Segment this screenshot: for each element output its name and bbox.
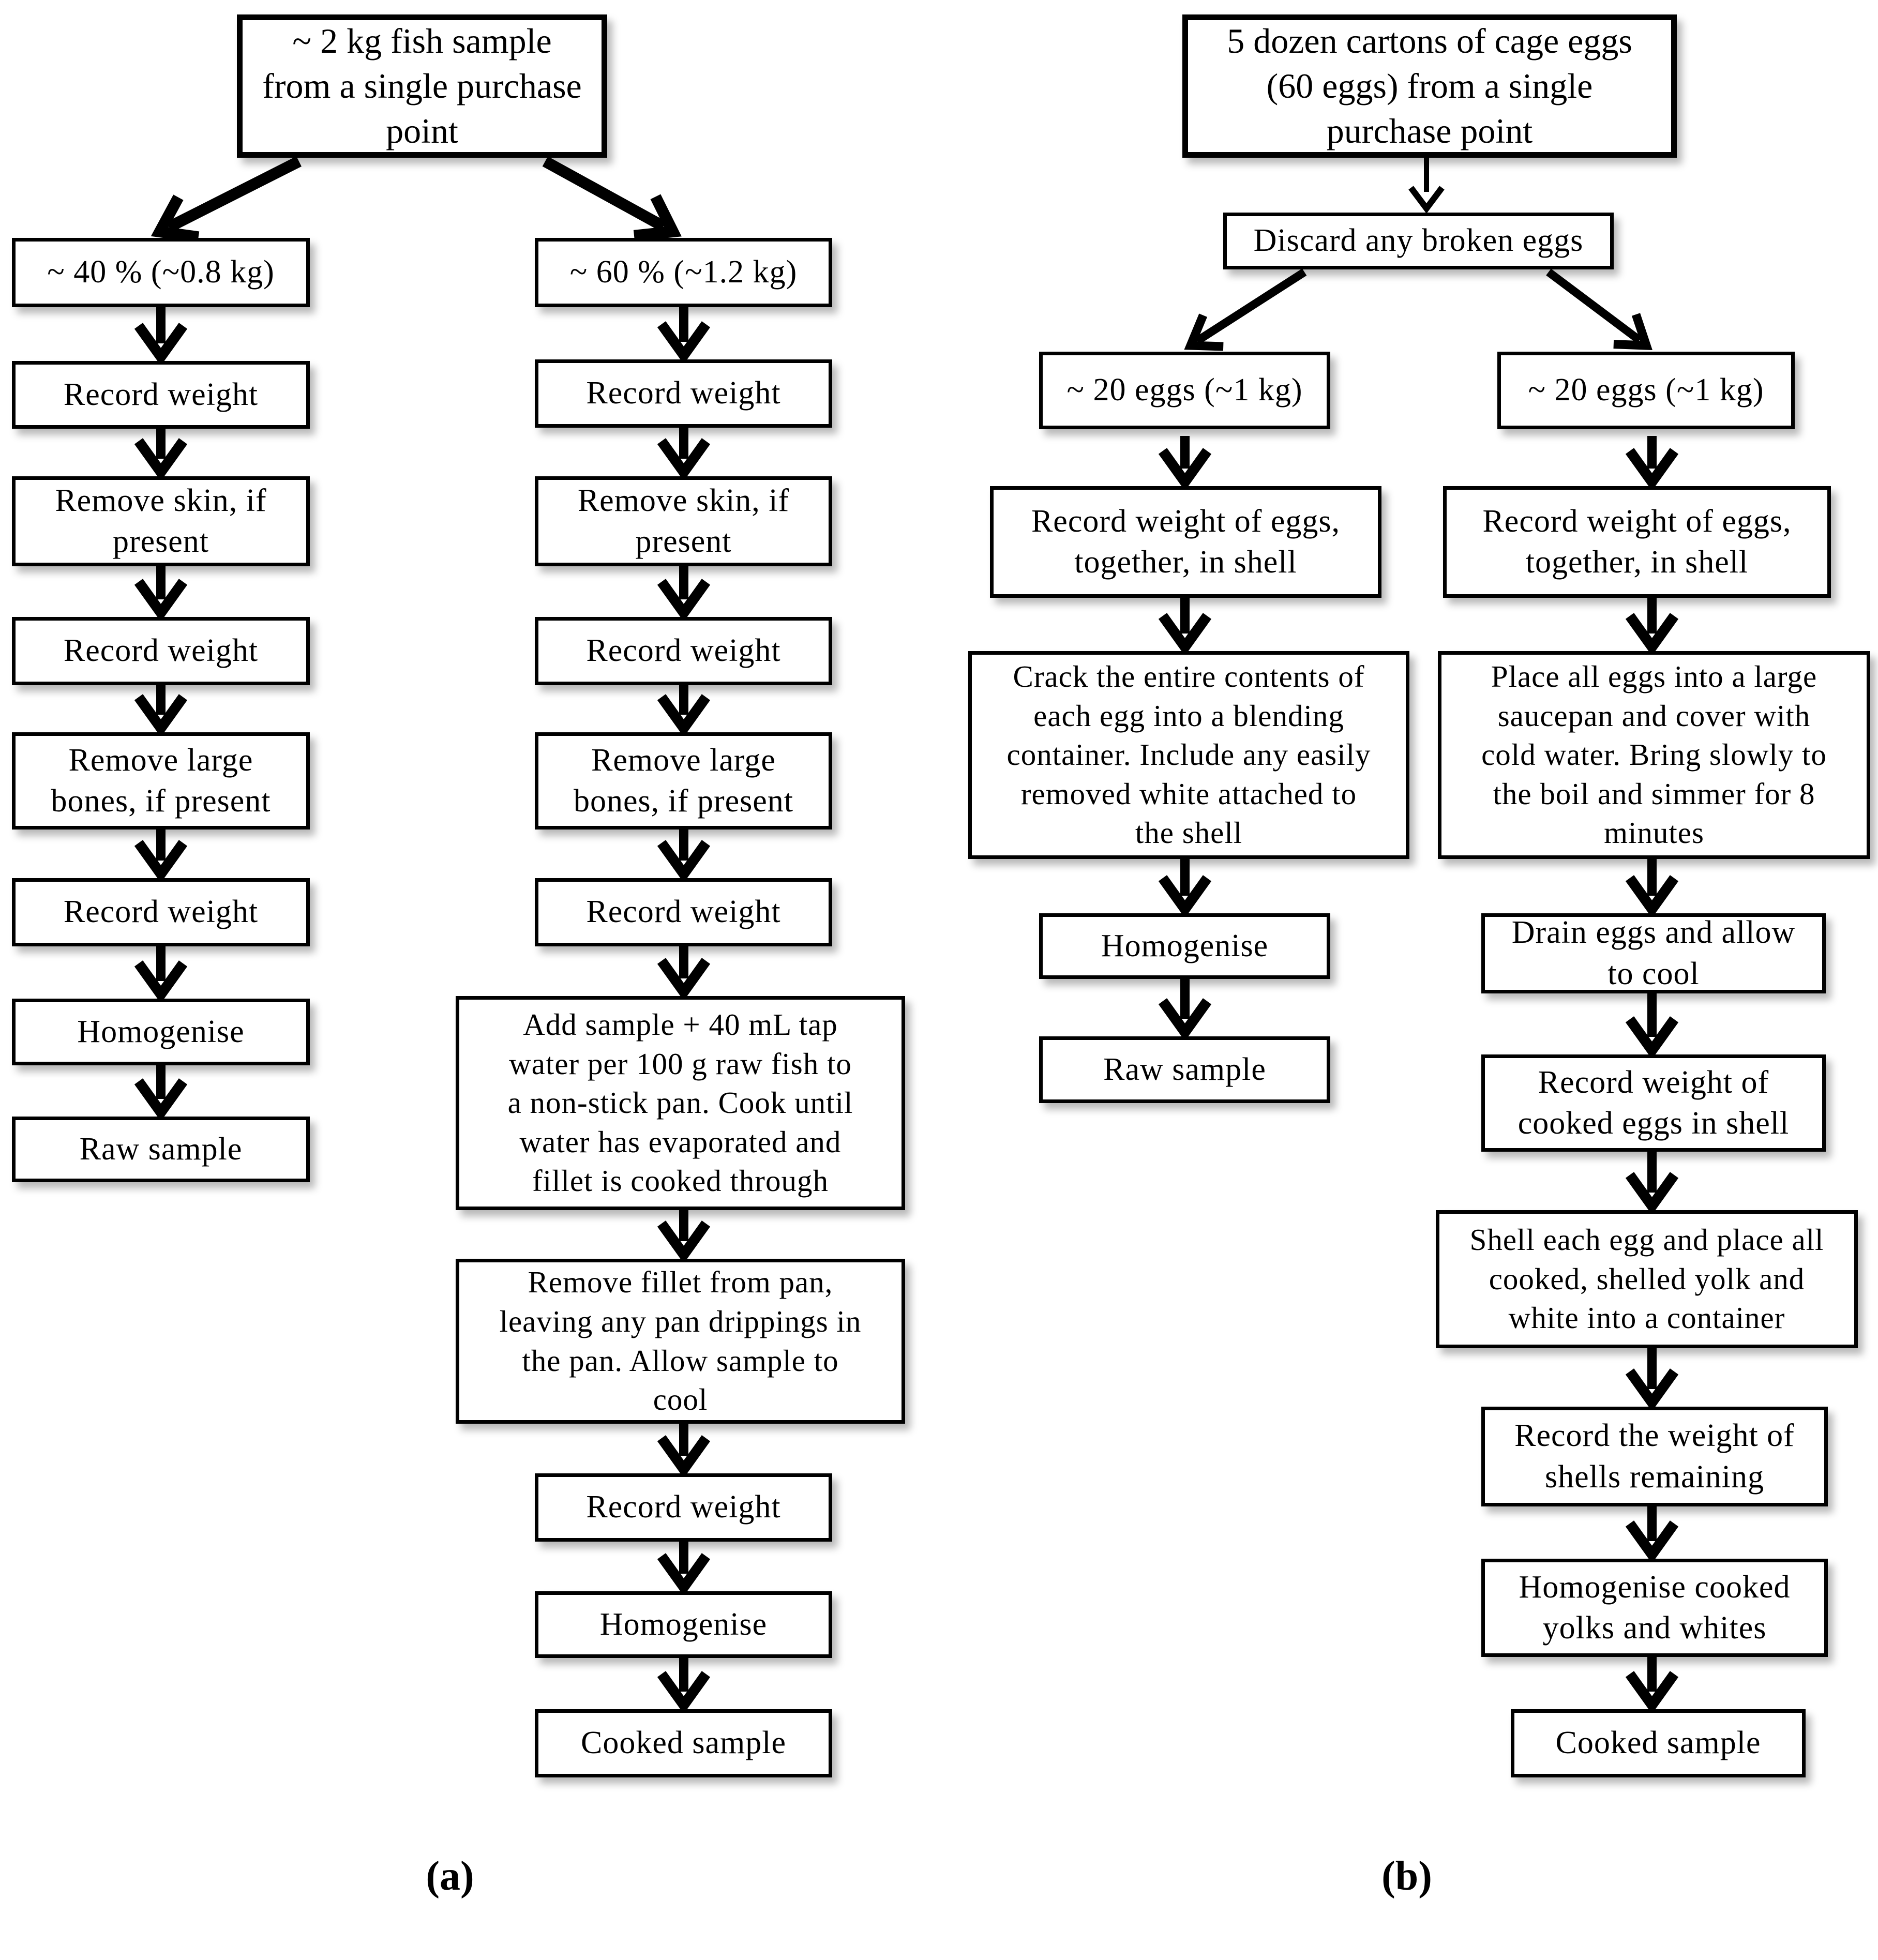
box-a-right-6: Add sample + 40 mL tap water per 100 g r…	[456, 996, 905, 1210]
box-a-left-7: Raw sample	[12, 1117, 310, 1182]
down-arrow	[657, 1542, 711, 1596]
box-b-left-3: Homogenise	[1039, 913, 1330, 979]
panel-b-label: (b)	[1381, 1853, 1432, 1899]
box-b-right-7: Homogenise cooked yolks and whites	[1481, 1559, 1828, 1657]
box-b-left-2: Crack the entire contents of each egg in…	[968, 651, 1409, 859]
box-a-left-6: Homogenise	[12, 999, 310, 1065]
box-b-right-4: Record weight of cooked eggs in shell	[1481, 1054, 1826, 1152]
box-a-right-7: Remove fillet from pan, leaving any pan …	[456, 1259, 905, 1424]
down-arrow	[1625, 598, 1679, 656]
split-arrow-a-right	[542, 156, 682, 242]
down-arrow	[1625, 1506, 1679, 1564]
box-a-left-2: Remove skin, if present	[12, 476, 310, 566]
down-arrow	[657, 1658, 711, 1714]
down-arrow	[1625, 1657, 1679, 1714]
down-arrow-b-top	[1408, 158, 1445, 214]
down-arrow	[134, 685, 188, 737]
box-b-left-4: Raw sample	[1039, 1036, 1330, 1103]
down-arrow	[134, 566, 188, 622]
down-arrow	[1625, 1152, 1679, 1215]
box-a-right-0: ~ 60 % (~1.2 kg)	[535, 238, 832, 307]
down-arrow	[134, 946, 188, 1004]
down-arrow	[657, 946, 711, 1001]
down-arrow	[1158, 598, 1212, 656]
box-a-right-2: Remove skin, if present	[535, 476, 832, 566]
box-a-right-3: Record weight	[535, 617, 832, 685]
down-arrow	[134, 1065, 188, 1122]
box-b-left-0: ~ 20 eggs (~1 kg)	[1039, 352, 1330, 429]
down-arrow	[657, 428, 711, 481]
box-a-left-1: Record weight	[12, 361, 310, 429]
box-b-right-0: ~ 20 eggs (~1 kg)	[1497, 352, 1795, 429]
down-arrow	[1625, 1348, 1679, 1412]
split-arrow-b-left	[1184, 268, 1307, 351]
box-a-right-8: Record weight	[535, 1473, 832, 1542]
down-arrow	[1158, 859, 1212, 918]
down-arrow	[1625, 859, 1679, 918]
down-arrow	[134, 307, 188, 366]
box-a-left-4: Remove large bones, if present	[12, 732, 310, 830]
down-arrow	[1625, 993, 1679, 1060]
down-arrow	[657, 1210, 711, 1264]
down-arrow	[657, 1424, 711, 1479]
down-arrow	[1158, 979, 1212, 1042]
box-a-right-9: Homogenise	[535, 1591, 832, 1658]
down-arrow	[134, 429, 188, 481]
down-arrow	[1625, 436, 1679, 491]
down-arrow	[657, 566, 711, 622]
box-b-right-8: Cooked sample	[1511, 1709, 1806, 1777]
box-a-right-1: Record weight	[535, 359, 832, 428]
box-a-left-3: Record weight	[12, 617, 310, 685]
down-arrow	[657, 307, 711, 365]
box-b-right-6: Record the weight of shells remaining	[1481, 1407, 1828, 1506]
box-b-right-1: Record weight of eggs, together, in shel…	[1443, 486, 1831, 598]
box-b-top: 5 dozen cartons of cage eggs (60 eggs) f…	[1182, 14, 1677, 158]
box-b-right-5: Shell each egg and place all cooked, she…	[1436, 1210, 1858, 1348]
box-b-discard: Discard any broken eggs	[1223, 213, 1614, 269]
down-arrow	[657, 830, 711, 883]
box-a-left-5: Record weight	[12, 878, 310, 946]
split-arrow-b-right	[1546, 268, 1652, 350]
box-b-right-2: Place all eggs into a large saucepan and…	[1438, 651, 1870, 859]
down-arrow	[134, 830, 188, 883]
box-a-right-4: Remove large bones, if present	[535, 732, 832, 830]
box-b-right-3: Drain eggs and allow to cool	[1481, 913, 1826, 993]
box-b-left-1: Record weight of eggs, together, in shel…	[990, 486, 1381, 598]
box-a-right-5: Record weight	[535, 878, 832, 946]
panel-a-label: (a)	[426, 1853, 474, 1899]
down-arrow	[657, 685, 711, 737]
box-a-left-0: ~ 40 % (~0.8 kg)	[12, 238, 310, 307]
split-arrow-a-left	[151, 156, 302, 243]
box-a-top: ~ 2 kg fish sample from a single purchas…	[237, 14, 607, 158]
box-a-right-10: Cooked sample	[535, 1709, 832, 1777]
down-arrow	[1158, 436, 1212, 491]
